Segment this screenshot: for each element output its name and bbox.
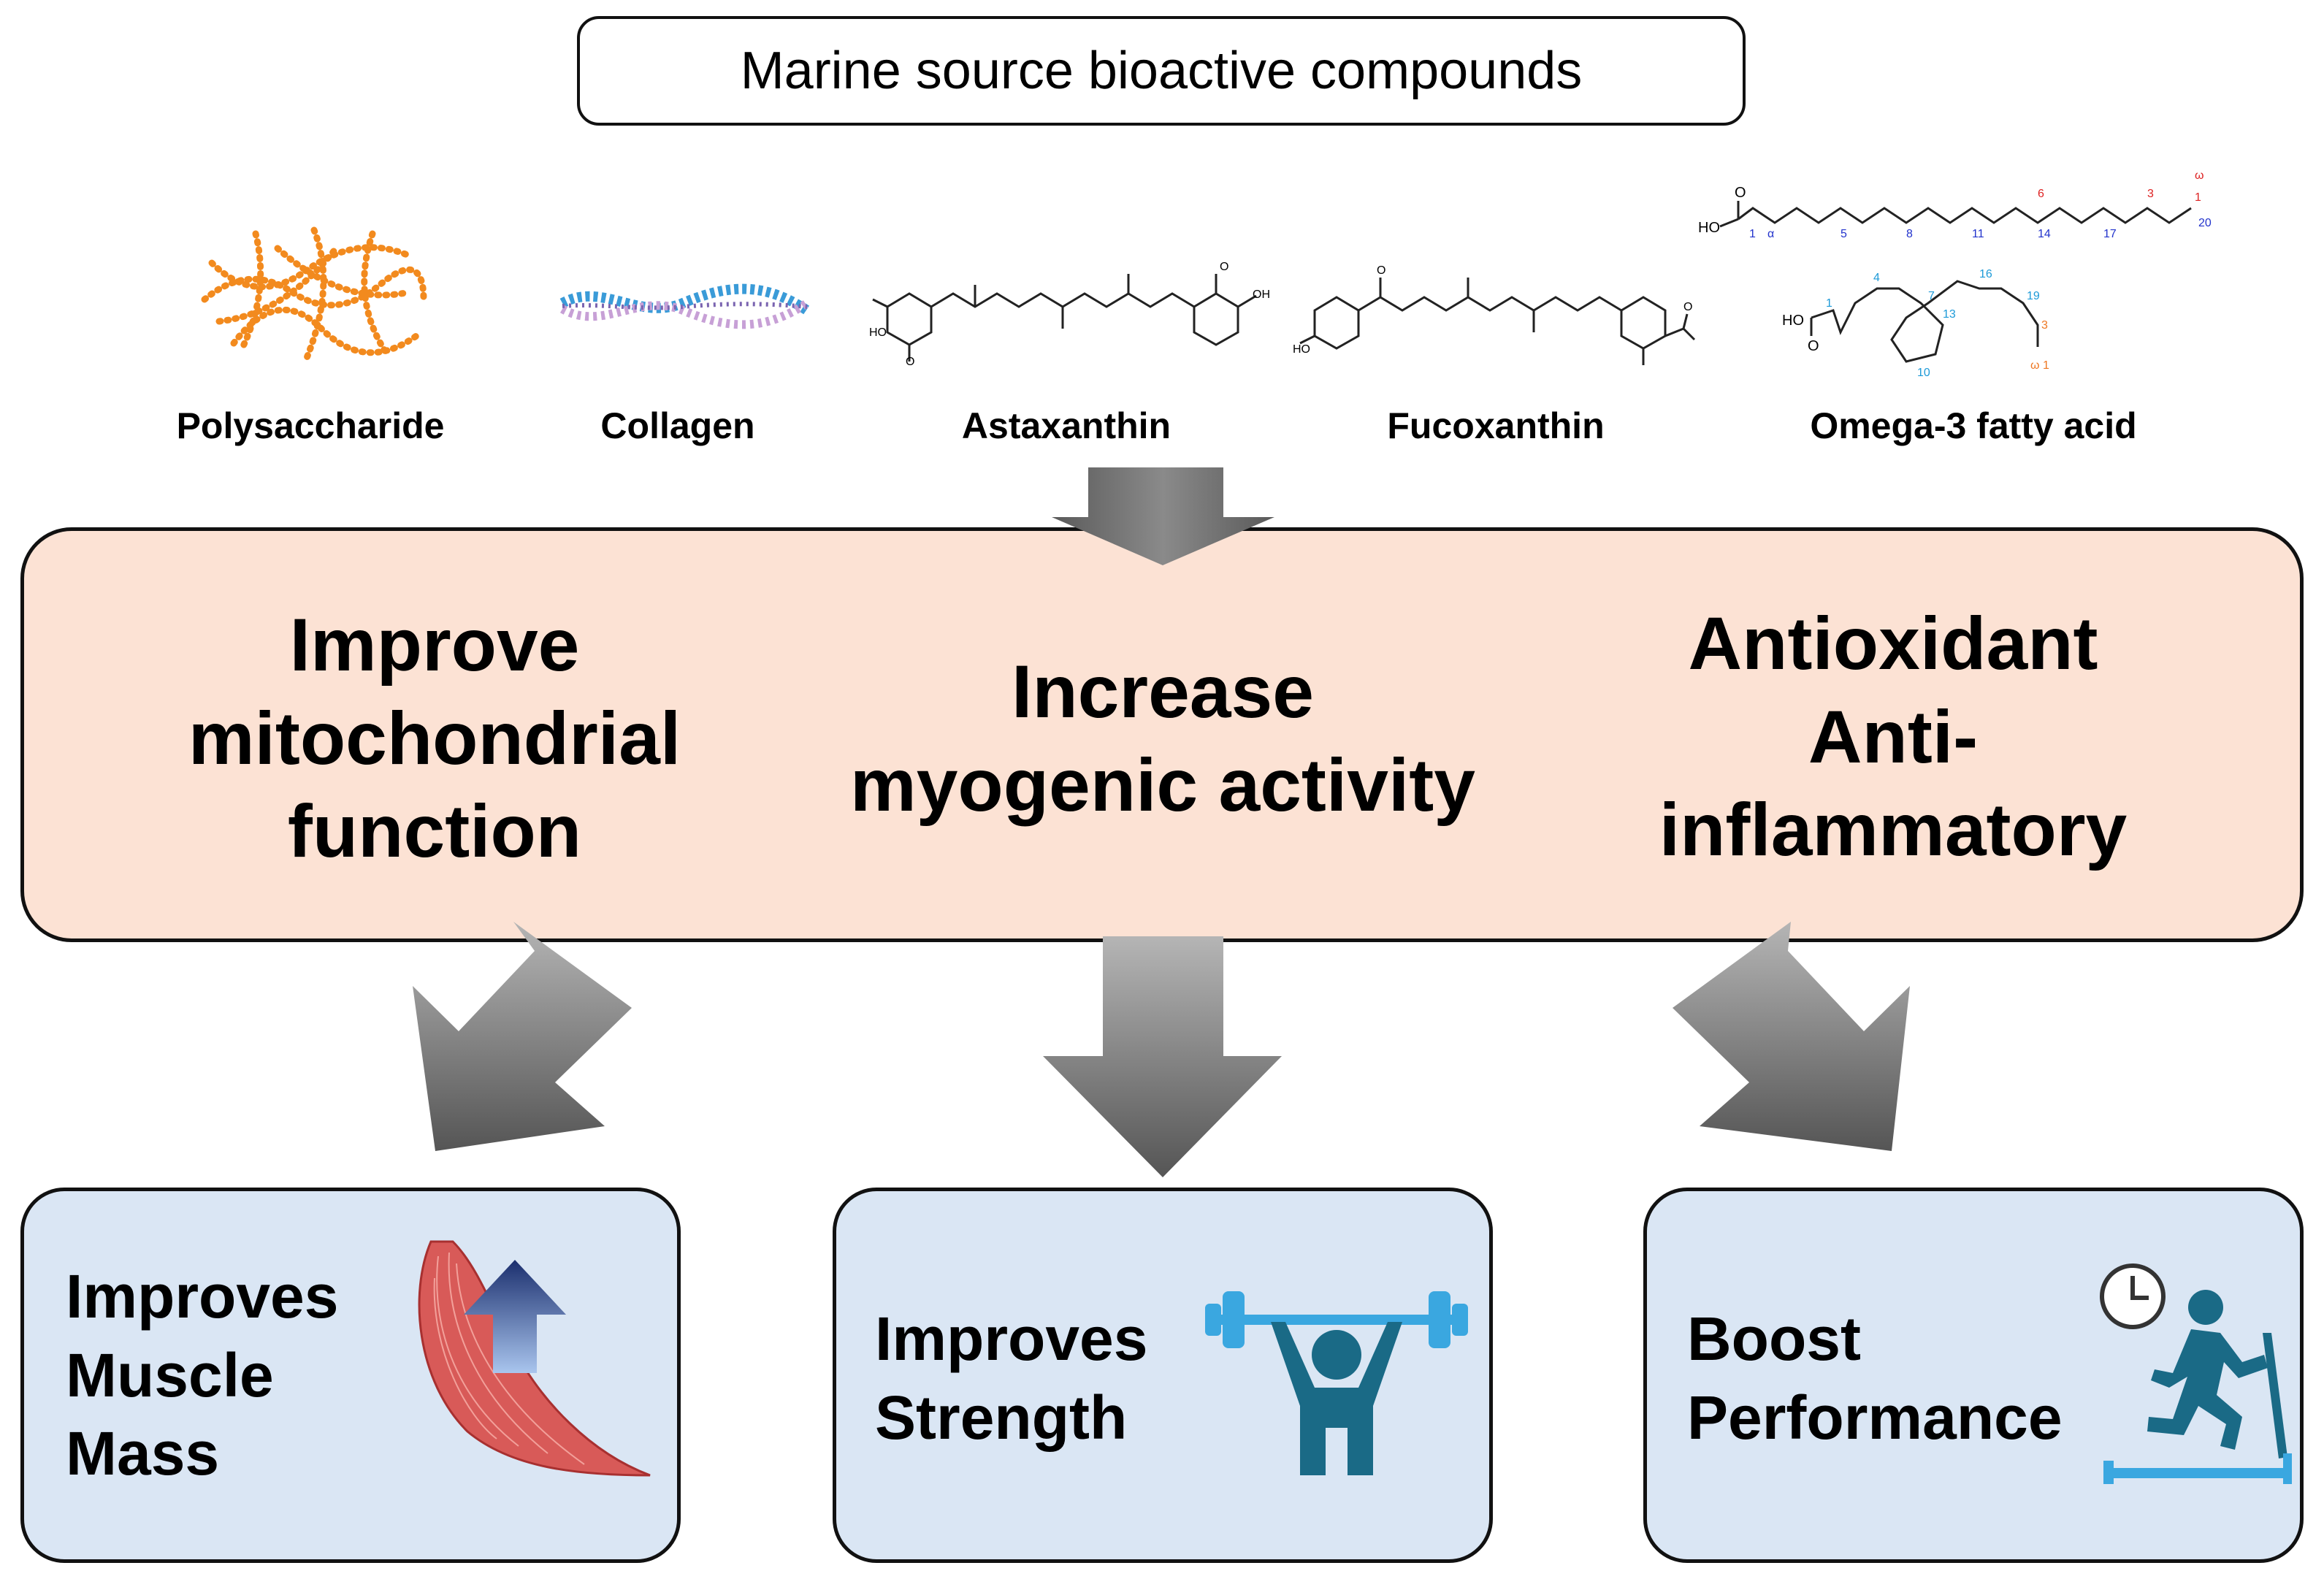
- svg-text:10: 10: [1917, 367, 1930, 379]
- fucoxanthin-structure: O HO O: [1293, 264, 1696, 365]
- muscle-icon: [418, 1240, 651, 1477]
- outcome-line: Mass: [66, 1419, 220, 1488]
- compound-label-fucoxanthin: Fucoxanthin: [1387, 405, 1605, 446]
- mechanism-line: inflammatory: [1659, 788, 2128, 871]
- treadmill-runner-icon: [2100, 1263, 2292, 1484]
- compound-label-astaxanthin: Astaxanthin: [961, 405, 1171, 446]
- outcome-line: Performance: [1687, 1383, 2063, 1452]
- outcome-line: Boost: [1687, 1304, 1861, 1373]
- up-arrow-icon: [464, 1260, 566, 1373]
- svg-text:19: 19: [2027, 290, 2040, 302]
- svg-text:7: 7: [1928, 290, 1935, 302]
- mechanism-line: Antioxidant: [1688, 602, 2098, 685]
- mechanism-myogenic: Increase myogenic activity: [850, 646, 1475, 832]
- arrow-diagonal-left: [413, 922, 632, 1151]
- svg-text:5: 5: [1841, 228, 1847, 240]
- outcome-muscle-mass-text: Improves Muscle Mass: [66, 1258, 339, 1494]
- svg-text:1: 1: [1749, 228, 1756, 240]
- svg-text:13: 13: [1943, 308, 1956, 321]
- astaxanthin-structure: O OH HO O: [869, 261, 1270, 368]
- weightlifter-icon: [1205, 1291, 1468, 1475]
- svg-text:HO: HO: [1698, 220, 1720, 236]
- outcome-line: Strength: [875, 1383, 1128, 1452]
- mechanism-mitochondrial: Improve mitochondrial function: [188, 599, 681, 879]
- mechanism-box: [20, 527, 2304, 942]
- svg-text:HO: HO: [1293, 343, 1310, 356]
- mechanism-line: mitochondrial: [188, 696, 681, 780]
- outcome-strength-text: Improves Strength: [875, 1300, 1148, 1457]
- arrow-down-top: [1052, 467, 1274, 565]
- compound-label-collagen: Collagen: [600, 405, 755, 446]
- svg-text:4: 4: [1873, 272, 1880, 284]
- diagram-title: Marine source bioactive compounds: [740, 42, 1583, 100]
- mechanism-antioxidant: Antioxidant Anti- inflammatory: [1659, 597, 2128, 877]
- svg-text:O: O: [1220, 261, 1228, 273]
- mechanism-line: myogenic activity: [850, 743, 1475, 827]
- compound-label-polysaccharide: Polysaccharide: [176, 405, 445, 446]
- svg-text:O: O: [1377, 264, 1385, 277]
- svg-text:1: 1: [2195, 191, 2201, 204]
- svg-text:14: 14: [2038, 228, 2051, 240]
- outcome-box-muscle-mass: [20, 1188, 681, 1563]
- svg-text:OH: OH: [1253, 288, 1270, 301]
- svg-text:O: O: [1735, 185, 1746, 201]
- svg-text:17: 17: [2103, 228, 2117, 240]
- svg-text:8: 8: [1906, 228, 1913, 240]
- collagen-icon: [559, 283, 810, 329]
- svg-text:1: 1: [1826, 297, 1832, 310]
- svg-text:3: 3: [2041, 319, 2048, 332]
- svg-text:HO: HO: [869, 326, 887, 339]
- polysaccharide-icon: [201, 226, 427, 362]
- omega3-structure-bottom: HO O 1 4 7 10 13 16 19 3 ω 1: [1782, 268, 2049, 379]
- svg-text:11: 11: [1972, 228, 1984, 240]
- mechanism-line: Anti-: [1808, 695, 1979, 779]
- outcome-line: Improves: [66, 1262, 339, 1331]
- svg-text:O: O: [906, 356, 914, 368]
- outcome-line: Muscle: [66, 1340, 274, 1410]
- mechanism-line: Improve: [289, 603, 580, 687]
- svg-text:20: 20: [2198, 217, 2212, 229]
- svg-text:16: 16: [1979, 268, 1992, 280]
- arrow-down-center: [1043, 936, 1282, 1177]
- svg-text:3: 3: [2147, 188, 2154, 200]
- title-box: Marine source bioactive compounds: [577, 16, 1746, 126]
- outcome-performance-text: Boost Performance: [1687, 1300, 2063, 1457]
- compound-label-omega3: Omega-3 fatty acid: [1810, 405, 2137, 446]
- svg-text:O: O: [1808, 338, 1819, 354]
- outcome-line: Improves: [875, 1304, 1148, 1373]
- svg-text:6: 6: [2038, 188, 2044, 200]
- svg-text:O: O: [1683, 301, 1692, 313]
- mechanism-line: function: [287, 790, 582, 873]
- svg-text:ω 1: ω 1: [2030, 359, 2049, 372]
- svg-text:ω: ω: [2195, 169, 2204, 182]
- svg-text:HO: HO: [1782, 313, 1804, 329]
- mechanism-line: Increase: [1012, 650, 1314, 733]
- arrow-diagonal-right: [1673, 922, 1910, 1151]
- svg-text:α: α: [1767, 228, 1774, 240]
